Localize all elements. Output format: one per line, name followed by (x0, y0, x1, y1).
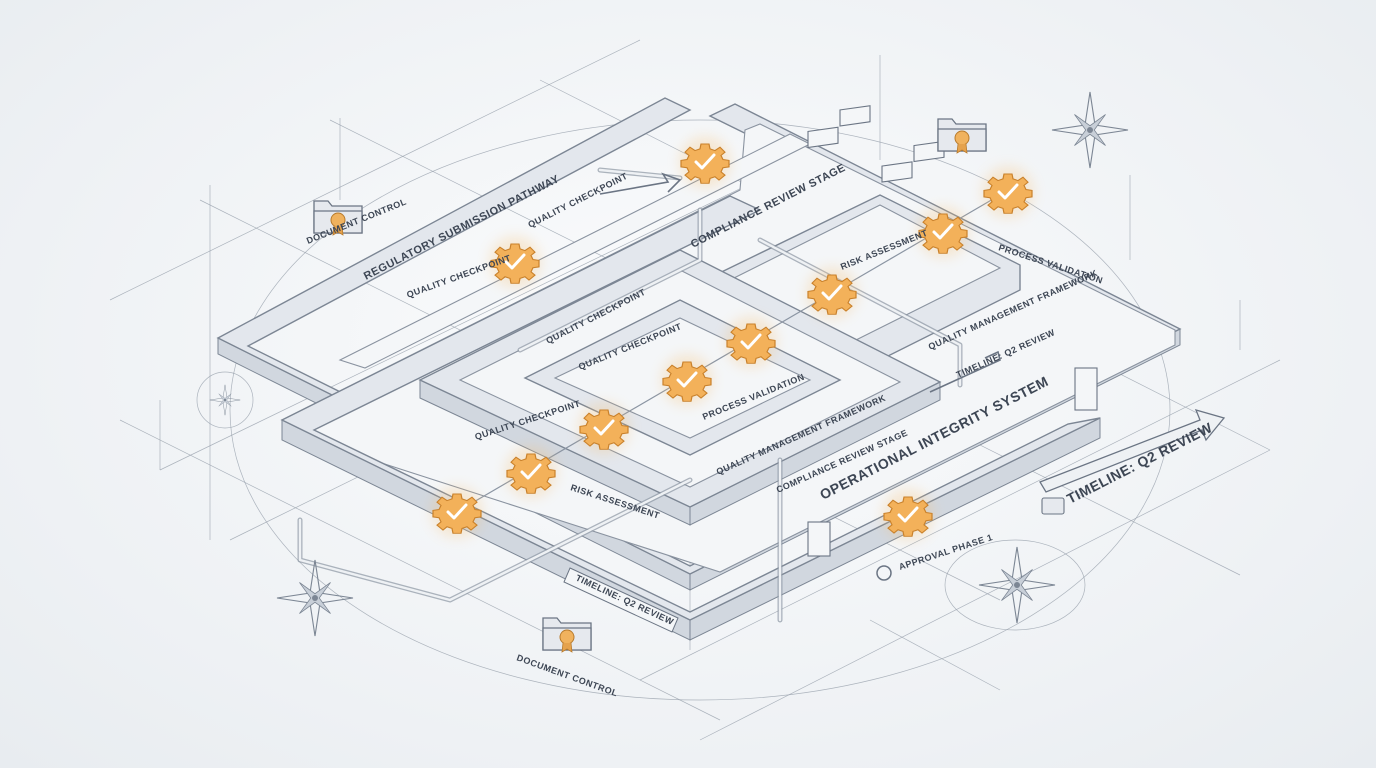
approval-ring-icon (876, 565, 892, 581)
gear-check-icon (578, 402, 630, 454)
arrow-icon (599, 172, 682, 195)
compass-rose-icon (1051, 91, 1129, 169)
folder-seal-icon (542, 617, 592, 653)
gear-check-icon (505, 446, 557, 498)
process-boxes (807, 105, 1098, 557)
arrow-icon (929, 350, 1001, 393)
label-document-control-2: DOCUMENT CONTROL (515, 652, 619, 698)
gear-check-icon (679, 136, 731, 188)
arrow-icon (1039, 409, 1226, 493)
gear-check-icon (882, 489, 934, 541)
gear-check-icon (661, 354, 713, 406)
folder-seal-icon (937, 118, 987, 154)
direction-arrows (599, 172, 1226, 581)
gear-check-icon (725, 316, 777, 368)
gear-check-icon (982, 166, 1034, 218)
gear-check-icon (806, 267, 858, 319)
compass-rose-icon (978, 546, 1056, 624)
compass-rose-icon (209, 384, 241, 416)
gear-check-icon (431, 486, 483, 538)
calendar-icon (1041, 497, 1065, 515)
